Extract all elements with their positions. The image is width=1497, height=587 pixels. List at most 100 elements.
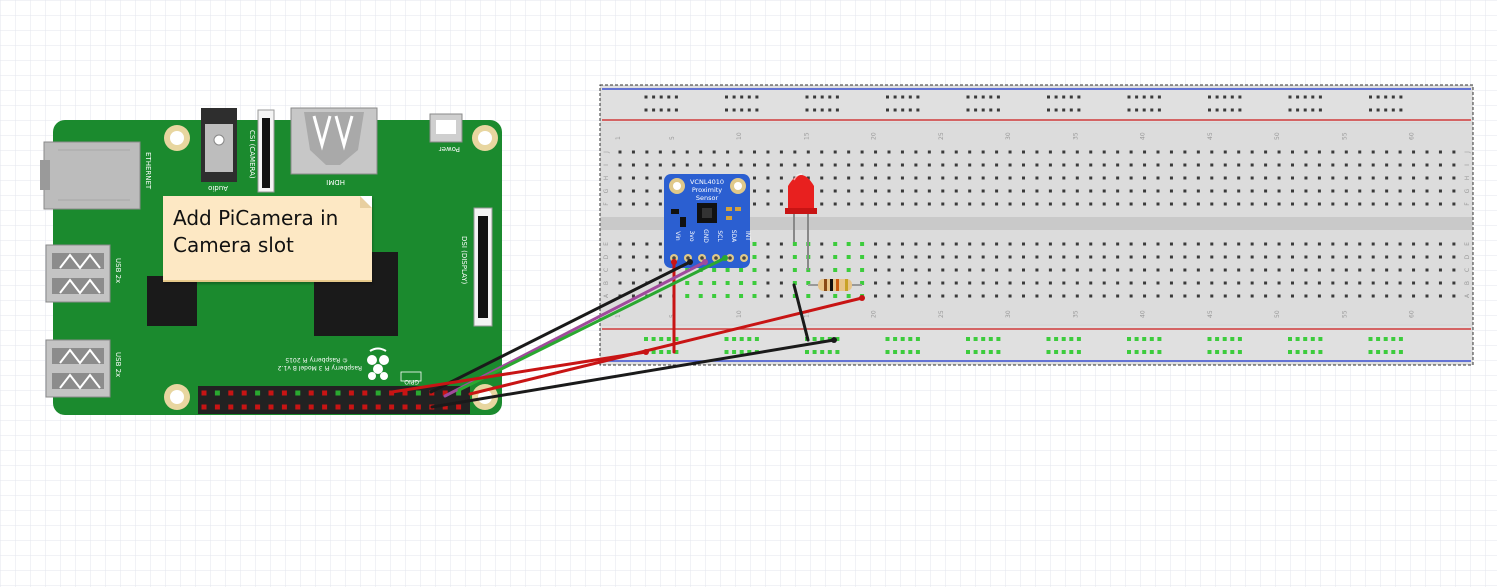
breadboard-hole[interactable] bbox=[1183, 176, 1187, 180]
breadboard-hole[interactable] bbox=[1022, 242, 1025, 246]
rail-hole[interactable] bbox=[1303, 108, 1307, 112]
wire-green-sda[interactable] bbox=[457, 256, 727, 392]
breadboard-hole[interactable] bbox=[914, 176, 918, 180]
breadboard-hole[interactable] bbox=[1237, 242, 1241, 246]
breadboard-hole[interactable] bbox=[1075, 176, 1079, 180]
breadboard-hole[interactable] bbox=[1116, 176, 1120, 180]
breadboard-hole[interactable] bbox=[1425, 255, 1429, 259]
gpio-pin[interactable] bbox=[415, 390, 421, 396]
breadboard-hole[interactable] bbox=[1358, 176, 1362, 180]
breadboard-hole[interactable] bbox=[779, 163, 783, 167]
breadboard-hole[interactable] bbox=[779, 189, 783, 193]
breadboard-hole[interactable] bbox=[1143, 242, 1147, 246]
breadboard-hole[interactable] bbox=[1196, 268, 1200, 272]
wire-black-led-ground[interactable] bbox=[792, 283, 810, 342]
breadboard-hole[interactable] bbox=[860, 163, 864, 167]
breadboard-hole[interactable] bbox=[1048, 242, 1052, 246]
breadboard-hole[interactable] bbox=[1277, 281, 1281, 285]
breadboard-hole[interactable] bbox=[712, 150, 716, 154]
breadboard-hole[interactable] bbox=[645, 202, 649, 206]
breadboard-hole[interactable] bbox=[820, 163, 824, 167]
gpio-pin[interactable] bbox=[268, 390, 274, 396]
breadboard-hole[interactable] bbox=[1237, 294, 1241, 298]
breadboard-hole[interactable] bbox=[766, 242, 770, 246]
breadboard-hole[interactable] bbox=[874, 150, 878, 154]
breadboard-hole[interactable] bbox=[1062, 163, 1066, 167]
breadboard-hole[interactable] bbox=[1264, 281, 1268, 285]
rail-hole[interactable] bbox=[901, 108, 905, 112]
breadboard-hole[interactable] bbox=[1075, 163, 1079, 167]
breadboard-hole[interactable] bbox=[1291, 202, 1294, 206]
rail-hole[interactable] bbox=[1215, 108, 1219, 112]
breadboard-hole[interactable] bbox=[1425, 242, 1429, 246]
breadboard-hole[interactable] bbox=[1089, 294, 1093, 298]
breadboard-hole[interactable] bbox=[1344, 163, 1348, 167]
rail-hole[interactable] bbox=[1054, 108, 1058, 112]
breadboard-hole[interactable] bbox=[618, 189, 622, 193]
rail-hole[interactable] bbox=[981, 95, 985, 99]
breadboard-hole[interactable] bbox=[766, 281, 770, 285]
breadboard-hole[interactable] bbox=[995, 281, 999, 285]
rail-hole[interactable] bbox=[1296, 108, 1300, 112]
breadboard-hole[interactable] bbox=[1277, 189, 1281, 193]
breadboard-hole[interactable] bbox=[1317, 189, 1321, 193]
breadboard-hole[interactable] bbox=[1129, 176, 1133, 180]
rail-hole[interactable] bbox=[916, 95, 920, 99]
breadboard-hole[interactable] bbox=[874, 189, 878, 193]
breadboard-hole[interactable] bbox=[1183, 150, 1187, 154]
breadboard-hole[interactable] bbox=[1452, 176, 1456, 180]
breadboard-hole[interactable] bbox=[1250, 294, 1254, 298]
breadboard-hole[interactable] bbox=[1385, 150, 1389, 154]
breadboard-hole[interactable] bbox=[658, 255, 662, 259]
breadboard-hole[interactable] bbox=[1129, 163, 1133, 167]
breadboard-hole[interactable] bbox=[954, 255, 958, 259]
breadboard-hole[interactable] bbox=[833, 163, 837, 167]
breadboard-hole[interactable] bbox=[833, 176, 837, 180]
breadboard-hole[interactable] bbox=[1344, 176, 1348, 180]
rail-hole[interactable] bbox=[667, 108, 671, 112]
rail-hole[interactable] bbox=[732, 95, 736, 99]
rail-hole[interactable] bbox=[1054, 95, 1058, 99]
gpio-pin[interactable] bbox=[241, 404, 247, 410]
breadboard-hole[interactable] bbox=[766, 268, 770, 272]
rail-hole[interactable] bbox=[1376, 95, 1380, 99]
breadboard-hole[interactable] bbox=[1277, 150, 1281, 154]
breadboard-hole[interactable] bbox=[1008, 202, 1012, 206]
breadboard-hole[interactable] bbox=[820, 255, 824, 259]
breadboard-hole[interactable] bbox=[1129, 268, 1133, 272]
rail-hole[interactable] bbox=[725, 95, 728, 99]
breadboard-hole[interactable] bbox=[779, 281, 783, 285]
breadboard-hole[interactable] bbox=[618, 281, 622, 285]
breadboard-hole[interactable] bbox=[1183, 163, 1187, 167]
breadboard-hole[interactable] bbox=[1398, 281, 1402, 285]
rail-hole[interactable] bbox=[732, 108, 736, 112]
breadboard-hole[interactable] bbox=[1089, 242, 1093, 246]
breadboard-hole[interactable] bbox=[1317, 242, 1321, 246]
breadboard-hole[interactable] bbox=[900, 176, 904, 180]
breadboard-hole[interactable] bbox=[1210, 268, 1214, 272]
breadboard-hole[interactable] bbox=[833, 150, 837, 154]
breadboard-hole[interactable] bbox=[900, 268, 904, 272]
breadboard-hole[interactable] bbox=[981, 202, 985, 206]
breadboard-hole[interactable] bbox=[1035, 268, 1039, 272]
breadboard-hole[interactable] bbox=[941, 255, 945, 259]
breadboard-hole[interactable] bbox=[1371, 202, 1375, 206]
breadboard-hole[interactable] bbox=[1129, 255, 1133, 259]
breadboard-hole[interactable] bbox=[753, 176, 756, 180]
gpio-pin[interactable] bbox=[308, 404, 314, 410]
breadboard-hole[interactable] bbox=[1035, 202, 1039, 206]
breadboard-hole[interactable] bbox=[658, 202, 662, 206]
gpio-pin[interactable] bbox=[308, 390, 314, 396]
rail-hole[interactable] bbox=[820, 95, 824, 99]
breadboard-hole[interactable] bbox=[1412, 189, 1416, 193]
breadboard-hole[interactable] bbox=[1075, 281, 1079, 285]
breadboard-hole[interactable] bbox=[887, 268, 891, 272]
breadboard-hole[interactable] bbox=[1102, 268, 1106, 272]
breadboard-hole[interactable] bbox=[847, 163, 851, 167]
breadboard-hole[interactable] bbox=[900, 189, 904, 193]
breadboard-hole[interactable] bbox=[1398, 294, 1402, 298]
breadboard-hole[interactable] bbox=[1048, 150, 1052, 154]
red-led[interactable] bbox=[785, 173, 817, 270]
breadboard-hole[interactable] bbox=[1116, 163, 1120, 167]
rail-hole[interactable] bbox=[1238, 108, 1242, 112]
